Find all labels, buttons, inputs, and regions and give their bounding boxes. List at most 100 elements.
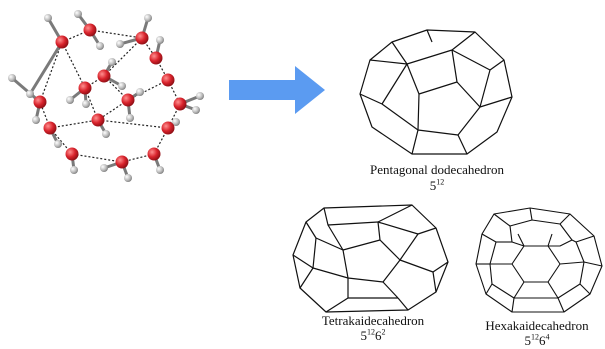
tetrakaidecahedron-drawing: [292, 204, 449, 313]
oxygen-atom: [43, 121, 57, 135]
hexa-edge: [529, 207, 533, 221]
tetra-edge: [399, 233, 419, 261]
oxygen-atom: [97, 69, 111, 83]
tetra-formula: 51262: [288, 328, 458, 344]
oxygen-atom: [161, 121, 175, 135]
hexa-edge: [485, 283, 493, 295]
oxygen-atom: [65, 147, 79, 161]
hydrogen-bond: [71, 153, 123, 163]
hydrogen-atom: [156, 166, 164, 174]
hydrogen-atom: [118, 82, 126, 90]
hydrogen-atom: [136, 88, 144, 96]
hexa-formula-exponent2: 4: [545, 332, 550, 342]
dodeca-front-face: [417, 81, 481, 136]
hexa-top-ring: [509, 219, 573, 247]
tetra-edge: [399, 259, 434, 273]
tetra-edge: [299, 267, 314, 289]
tetra-name: Tetrakaidecahedron: [321, 313, 425, 328]
oxygen-atom: [33, 95, 47, 109]
dodeca-formula-exponent: 12: [436, 177, 445, 187]
dodeca-edge: [406, 63, 420, 95]
tetra-outline: [292, 204, 449, 313]
transform-arrow: [229, 66, 325, 114]
dodeca-name: Pentagonal dodecahedron: [370, 162, 504, 177]
hydrogen-atom: [74, 10, 82, 18]
hydrogen-atom: [172, 118, 180, 126]
hexa-edge: [559, 261, 585, 265]
hexa-edge: [571, 239, 577, 243]
oxygen-atom: [135, 31, 149, 45]
hexa-center-hexagon: [511, 245, 561, 283]
hydrogen-atom: [8, 74, 16, 82]
hexa-edge: [579, 261, 585, 285]
tetra-edge: [377, 221, 419, 235]
tetra-edge: [312, 237, 317, 269]
hydrogen-atom: [196, 92, 204, 100]
hydrogen-atom: [116, 40, 124, 48]
hydrogen-bond: [103, 37, 143, 77]
hexa-edge: [547, 281, 559, 299]
hexa-edge: [517, 233, 525, 247]
dodeca-outline: [359, 29, 513, 155]
oxygen-atom: [149, 51, 163, 65]
hexa-formula-base2: 6: [539, 333, 546, 348]
hexa-formula-exponent1: 12: [531, 332, 539, 342]
hexa-edge: [489, 263, 493, 285]
tetra-edge: [312, 267, 349, 279]
tetra-formula-base2: 6: [375, 328, 382, 343]
tetra-edge: [305, 221, 317, 239]
tetra-edge: [315, 237, 344, 251]
hydrogen-atom: [44, 14, 52, 22]
dodeca-edge: [369, 59, 408, 65]
dodeca-edge: [381, 103, 419, 131]
hydrogen-atom: [100, 164, 108, 172]
hexa-edge: [557, 297, 565, 313]
hexa-edge: [481, 233, 497, 243]
tetra-edge: [327, 224, 344, 251]
hexa-edge: [511, 297, 515, 313]
tetra-edge: [377, 221, 381, 241]
tetra-front-face: [342, 239, 401, 283]
oxygen-atom: [83, 23, 97, 37]
hydrogen-atom: [156, 36, 164, 44]
dodeca-edges: [391, 31, 476, 65]
tetra-formula-exponent2: 2: [381, 327, 386, 337]
hydrogen-atom: [144, 14, 152, 22]
dodeca-edge: [411, 129, 419, 155]
hydrogen-bond: [39, 41, 63, 103]
hexa-edge: [491, 283, 515, 299]
hexa-edge: [557, 283, 581, 299]
hydrogen-atom: [108, 58, 116, 66]
tetra-edge: [292, 254, 314, 269]
hexa-formula-base1: 5: [524, 333, 532, 348]
hexa-name: Hexakaidecahedron: [485, 318, 589, 333]
oxygen-atom: [78, 81, 92, 95]
dodeca-edge: [381, 63, 408, 105]
dodeca-edge: [489, 59, 505, 71]
hydrogen-atom: [82, 100, 90, 108]
dodeca-edge: [359, 93, 383, 105]
hexa-edge: [489, 241, 497, 265]
tetra-edge: [432, 261, 449, 273]
atoms: [8, 10, 204, 182]
hydrogen-atom: [192, 106, 200, 114]
dodeca-formula-base: 5: [429, 178, 437, 193]
dodecahedron-drawing: [359, 29, 513, 155]
oxygen-atom: [91, 113, 105, 127]
hexa-edge: [559, 213, 571, 225]
tetra-edges: [323, 204, 413, 226]
hexakaidecahedron-drawing: [475, 207, 603, 313]
tetra-formula-exponent1: 12: [367, 327, 375, 337]
oxygen-atom: [55, 35, 69, 49]
hydrogen-bond: [49, 119, 99, 129]
hexa-formula: 51264: [472, 333, 602, 349]
tetra-edge: [382, 281, 399, 299]
hydrogen-bond: [97, 119, 169, 129]
hydrogen-bond: [89, 29, 143, 39]
arrow-shape: [229, 66, 325, 114]
hydrogen-atom: [96, 42, 104, 50]
oxygen-atom: [161, 73, 175, 87]
hexa-edge: [575, 241, 585, 263]
dodeca-edge: [479, 69, 491, 108]
hexa-edge: [547, 233, 553, 247]
